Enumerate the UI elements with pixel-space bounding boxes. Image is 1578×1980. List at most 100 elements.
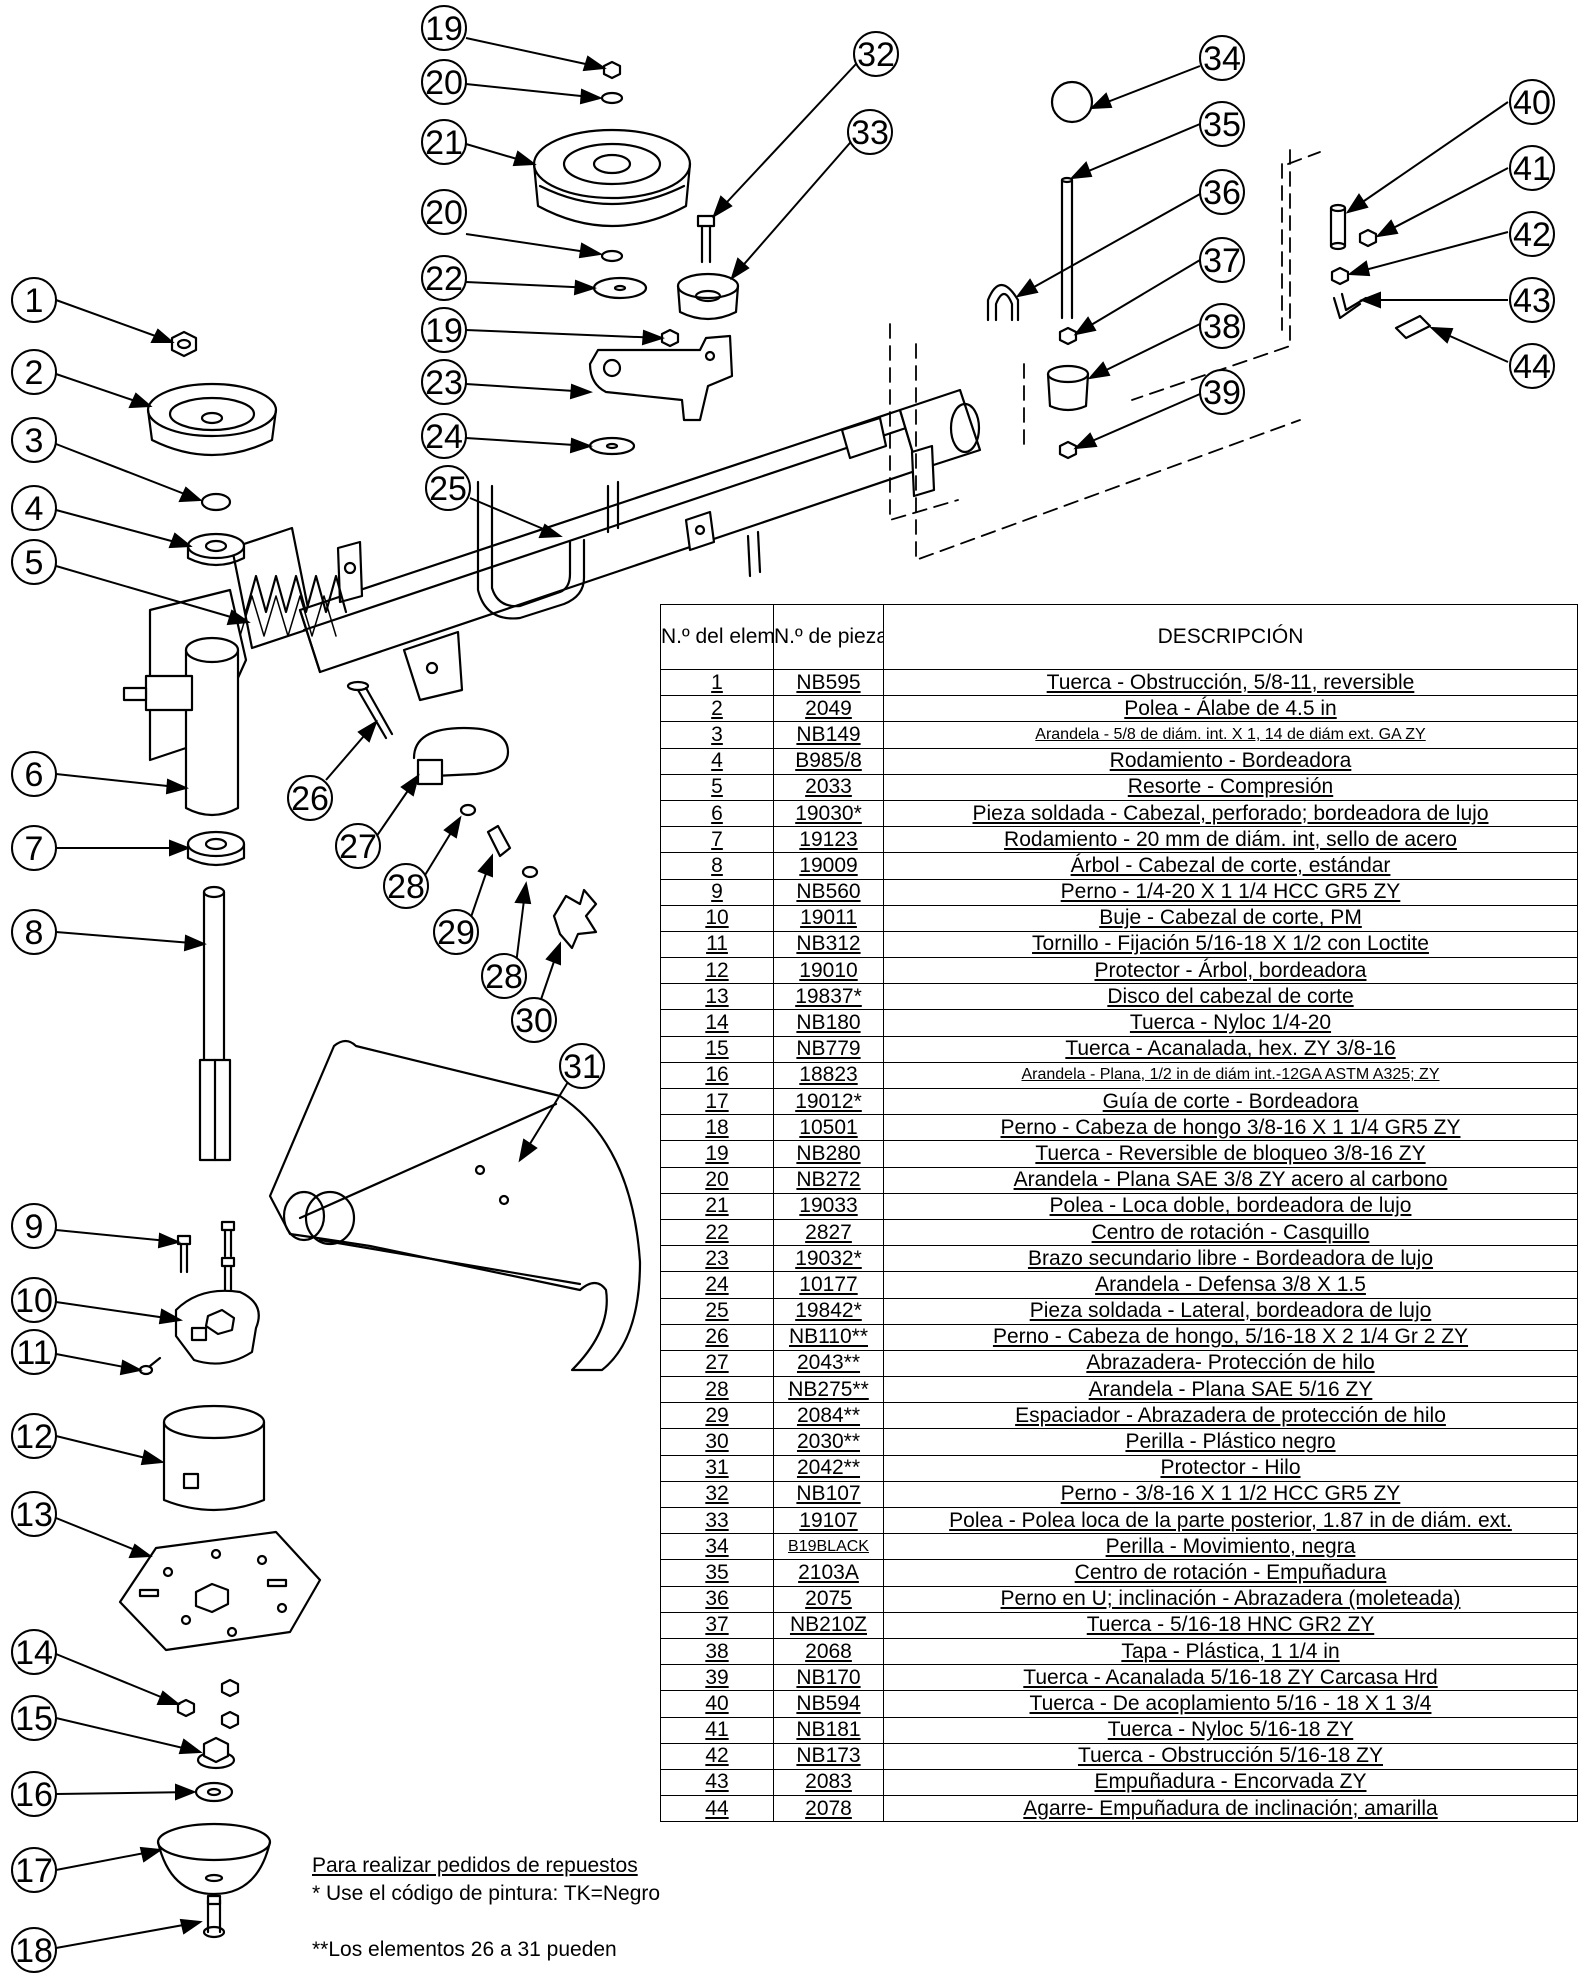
item-number-cell: 25: [660, 1297, 774, 1325]
svg-text:2: 2: [25, 354, 44, 392]
description-cell: Tapa - Plástica, 1 1/4 in: [883, 1637, 1578, 1666]
callout-10: 10: [11, 1277, 57, 1323]
description-cell: Arandela - Plana, 1/2 in de diám int.-12…: [883, 1061, 1578, 1090]
callout-3: 3: [11, 417, 57, 463]
cutter-head-weldment-part: [122, 588, 248, 817]
callout-42: 42: [1509, 211, 1555, 257]
callout-20: 20: [421, 59, 467, 105]
svg-text:40: 40: [1513, 84, 1551, 122]
flange-nut-part: [1058, 440, 1078, 460]
description-cell: Tuerca - Nyloc 5/16-18 ZY: [883, 1716, 1578, 1744]
washer-part: [200, 492, 232, 512]
svg-text:43: 43: [1513, 282, 1551, 320]
part-number-cell: NB275**: [773, 1376, 884, 1404]
svg-text:16: 16: [15, 1776, 53, 1814]
part-number-cell: NB210Z: [773, 1611, 884, 1639]
shaft-part: [198, 885, 232, 1162]
line-kit-note: **Los elementos 26 a 31 pueden: [312, 1938, 617, 1961]
part-number-cell: 19032*: [773, 1245, 884, 1273]
description-header: DESCRIPCIÓN: [883, 604, 1578, 670]
item-number-cell: 16: [660, 1061, 774, 1090]
item-number-cell: 20: [660, 1166, 774, 1194]
item-number-cell: 36: [660, 1585, 774, 1613]
svg-text:13: 13: [15, 1496, 53, 1534]
callout-22: 22: [421, 255, 467, 301]
coupling-nut-part: [1329, 203, 1347, 251]
tilt-grip-part: [1394, 314, 1432, 340]
item-number-cell: 42: [660, 1742, 774, 1770]
description-cell: Resorte - Compresión: [883, 773, 1578, 801]
svg-text:8: 8: [25, 914, 44, 952]
carriage-bolt-part: [202, 1894, 226, 1939]
part-number-cell: 2103A: [773, 1559, 884, 1587]
description-cell: Tornillo - Fijación 5/16-18 X 1/2 con Lo…: [883, 930, 1578, 959]
callout-4: 4: [11, 485, 57, 531]
item-number-header: N.º del elemento: [660, 604, 774, 670]
part-number-cell: 19030*: [773, 799, 884, 828]
description-cell: Brazo secundario libre - Bordeadora de l…: [883, 1245, 1578, 1273]
svg-text:33: 33: [851, 114, 889, 152]
svg-text:35: 35: [1203, 106, 1241, 144]
compression-spring-part: [239, 574, 348, 637]
svg-text:7: 7: [25, 830, 44, 868]
item-number-cell: 17: [660, 1087, 774, 1116]
part-number-cell: 19011: [773, 904, 884, 932]
description-cell: Agarre- Empuñadura de inclinación; amari…: [883, 1795, 1578, 1823]
part-number-cell: 2030**: [773, 1428, 884, 1456]
item-number-cell: 43: [660, 1768, 774, 1797]
idler-arm-part: [588, 334, 734, 422]
flange-nut-part: [196, 1736, 236, 1770]
svg-text:12: 12: [15, 1418, 53, 1456]
callout-20b: 20: [421, 189, 467, 235]
callout-1: 1: [11, 277, 57, 323]
set-screw-part: [138, 1356, 162, 1376]
item-number-cell: 10: [660, 904, 774, 932]
svg-text:41: 41: [1513, 150, 1551, 188]
part-number-cell: NB173: [773, 1742, 884, 1770]
description-cell: Tuerca - Acanalada, hex. ZY 3/8-16: [883, 1035, 1578, 1063]
description-cell: Abrazadera- Protección de hilo: [883, 1349, 1578, 1378]
callout-36: 36: [1199, 169, 1245, 215]
part-number-cell: 2084**: [773, 1402, 884, 1430]
part-number-cell: 2042**: [773, 1454, 884, 1482]
part-number-cell: 2078: [773, 1795, 884, 1823]
description-cell: Perno - 1/4-20 X 1 1/4 HCC GR5 ZY: [883, 878, 1578, 906]
description-cell: Árbol - Cabezal de corte, estándar: [883, 852, 1578, 880]
part-number-cell: 2075: [773, 1585, 884, 1613]
pivot-handle-rod-part: [1060, 176, 1074, 320]
item-number-cell: 26: [660, 1323, 774, 1351]
description-cell: Perilla - Movimiento, negra: [883, 1533, 1578, 1561]
item-number-cell: 39: [660, 1664, 774, 1692]
callout-37: 37: [1199, 237, 1245, 283]
svg-text:4: 4: [25, 490, 44, 528]
nyloc-nut-part: [176, 1678, 240, 1730]
hex-bolt-part: [696, 214, 716, 264]
svg-text:26: 26: [291, 780, 329, 818]
item-number-cell: 23: [660, 1245, 774, 1273]
svg-text:30: 30: [515, 1002, 553, 1040]
part-number-cell: B19BLACK: [773, 1533, 884, 1561]
svg-text:29: 29: [437, 914, 475, 952]
callout-16: 16: [11, 1771, 57, 1817]
svg-text:25: 25: [429, 470, 467, 508]
obstruction-nut-part: [1330, 266, 1350, 286]
part-number-cell: NB594: [773, 1690, 884, 1718]
svg-text:36: 36: [1203, 174, 1241, 212]
plastic-cap-part: [1046, 364, 1090, 412]
description-cell: Perilla - Plástico negro: [883, 1428, 1578, 1456]
item-number-cell: 12: [660, 957, 774, 985]
